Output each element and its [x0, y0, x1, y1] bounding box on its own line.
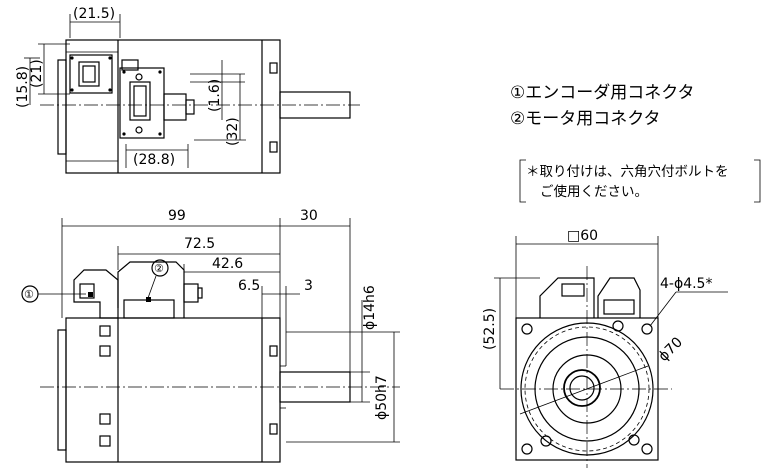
dim-28-8: (28.8) [133, 152, 175, 168]
side-body-outline [65, 317, 281, 463]
callout-2-circle [151, 259, 169, 277]
legend-motor-connector: ②モータ用コネクタ [510, 109, 661, 129]
note-line-1: ＊取り付けは、六角穴付ボルトを [526, 164, 729, 180]
dim-72-5: 72.5 [184, 236, 215, 252]
front-motor-connector [597, 277, 641, 318]
dim-99: 99 [168, 208, 186, 224]
dim-6-5: 6.5 [238, 278, 260, 294]
top-view: (21.5) (21) (15.8) (1.6) (32) (28.8) [15, 6, 360, 174]
callout-1: ① [24, 288, 34, 301]
dim-square: □60 [567, 228, 598, 244]
dim-shaft-dia: ϕ14h6 [362, 285, 378, 330]
dim-21-5-top: (21.5) [73, 6, 115, 22]
front-shaft [563, 369, 601, 407]
top-encoder-connector [69, 54, 113, 94]
dim-3: 3 [304, 278, 313, 294]
legend-encoder-connector: ①エンコーダ用コネクタ [510, 83, 695, 103]
front-view: □60 (52.5) 4-ϕ4.5* ϕ70 [482, 228, 728, 468]
dim-holes: 4-ϕ4.5* [660, 276, 712, 292]
note-block: ＊取り付けは、六角穴付ボルトを ご使用ください。 [519, 159, 761, 203]
side-view: 99 30 72.5 42.6 6.5 3 ϕ14h6 ϕ50h7 ① [21, 208, 400, 463]
dim-15-8: (15.8) [15, 66, 31, 108]
dim-30: 30 [300, 208, 318, 224]
dim-spigot-dia: ϕ50h7 [374, 375, 390, 420]
dim-52-5: (52.5) [482, 308, 498, 350]
dim-21: (21) [29, 59, 45, 88]
dim-32: (32) [225, 117, 241, 146]
note-line-2: ご使用ください。 [540, 183, 648, 200]
dim-1-6: (1.6) [207, 79, 223, 112]
front-encoder-connector [539, 277, 595, 318]
callout-2: ② [154, 262, 164, 275]
side-encoder-connector [73, 269, 119, 319]
dim-42-6: 42.6 [212, 256, 243, 272]
dim-pcd: ϕ70 [656, 334, 686, 364]
legend-block: ①エンコーダ用コネクタ ②モータ用コネクタ [510, 83, 695, 129]
